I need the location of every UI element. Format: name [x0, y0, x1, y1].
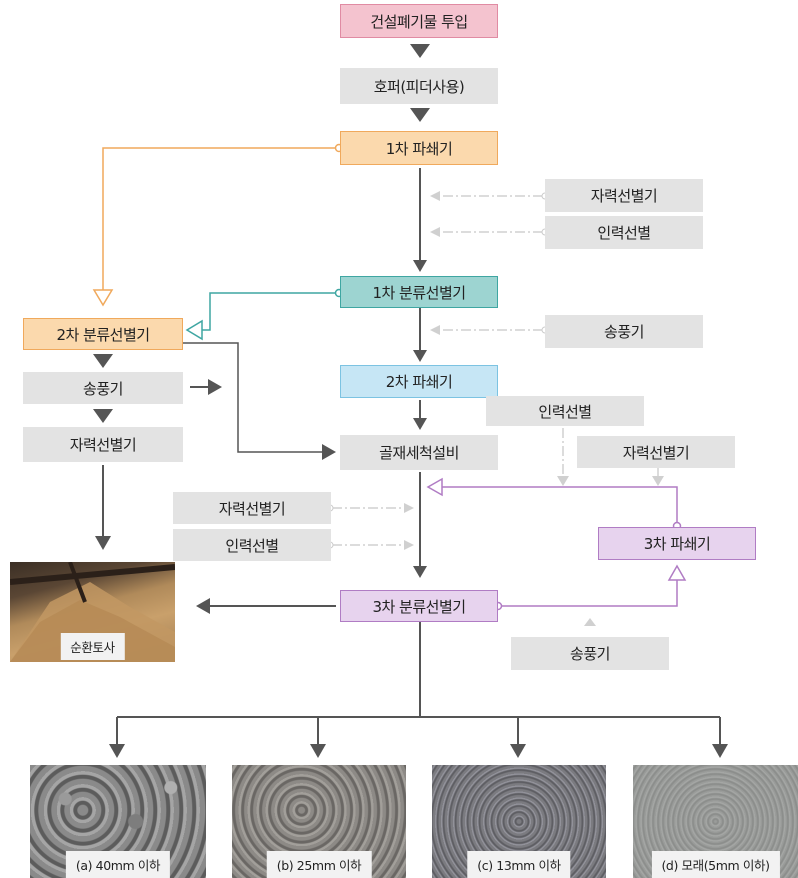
- washer-box: 골재세척설비: [340, 435, 498, 470]
- magnetic-separator-left: 자력선별기: [23, 427, 183, 462]
- crusher1-box: 1차 파쇄기: [340, 131, 498, 165]
- arrow-down: [93, 409, 113, 423]
- arrow-down: [93, 354, 113, 368]
- product-caption: (b) 25mm 이하: [266, 851, 372, 878]
- arrow-down: [413, 418, 427, 430]
- product-photo-25mm: (b) 25mm 이하: [232, 765, 406, 878]
- crusher2-box: 2차 파쇄기: [340, 365, 498, 398]
- crusher3-box: 3차 파쇄기: [598, 527, 756, 560]
- arrow-down: [410, 108, 430, 122]
- main-line: [183, 342, 322, 453]
- teal-line: [200, 292, 335, 331]
- arrow-down: [95, 536, 111, 550]
- arrow-down: [413, 350, 427, 362]
- magnetic-separator-b: 자력선별기: [577, 436, 735, 468]
- blower-b: 송풍기: [511, 637, 669, 670]
- manual-sorting-a: 인력선별: [545, 216, 703, 249]
- product-photo-sand: (d) 모래(5mm 이하): [633, 765, 798, 878]
- arrow-down: [109, 744, 125, 758]
- recycled-soil-photo: 순환토사: [10, 562, 175, 662]
- sorter2-box: 2차 분류선별기: [23, 318, 183, 350]
- arrow-down: [410, 44, 430, 58]
- arrow-down: [510, 744, 526, 758]
- product-photo-40mm: (a) 40mm 이하: [30, 765, 206, 878]
- arrow-left: [196, 598, 210, 614]
- magnetic-separator-a: 자력선별기: [545, 179, 703, 212]
- sorter3-box: 3차 분류선별기: [340, 590, 498, 622]
- purple-loop-line: [502, 578, 678, 607]
- product-caption: (d) 모래(5mm 이하): [651, 851, 780, 878]
- arrow-down: [413, 260, 427, 272]
- arrow-down: [413, 566, 427, 578]
- arrow-down: [712, 744, 728, 758]
- sorter1-box: 1차 분류선별기: [340, 276, 498, 308]
- manual-sorting-b: 인력선별: [486, 396, 644, 426]
- arrow-up: [584, 618, 596, 626]
- arrow-right: [208, 379, 222, 395]
- blower-a: 송풍기: [545, 315, 703, 348]
- blower-left: 송풍기: [23, 372, 183, 404]
- arrow-down: [310, 744, 326, 758]
- hopper-box: 호퍼(피더사용): [340, 68, 498, 104]
- purple-loop-line: [440, 486, 678, 522]
- product-photo-13mm: (c) 13mm 이하: [432, 765, 606, 878]
- arrow-right: [322, 444, 336, 460]
- input-box: 건설폐기물 투입: [340, 4, 498, 38]
- product-caption: (c) 13mm 이하: [467, 851, 571, 878]
- orange-line: [102, 147, 335, 290]
- manual-sorting-c: 인력선별: [173, 529, 331, 561]
- magnetic-separator-c: 자력선별기: [173, 492, 331, 524]
- soil-pile-graphic: [10, 562, 175, 662]
- product-caption: (a) 40mm 이하: [65, 851, 171, 878]
- recycled-soil-caption: 순환토사: [60, 633, 125, 660]
